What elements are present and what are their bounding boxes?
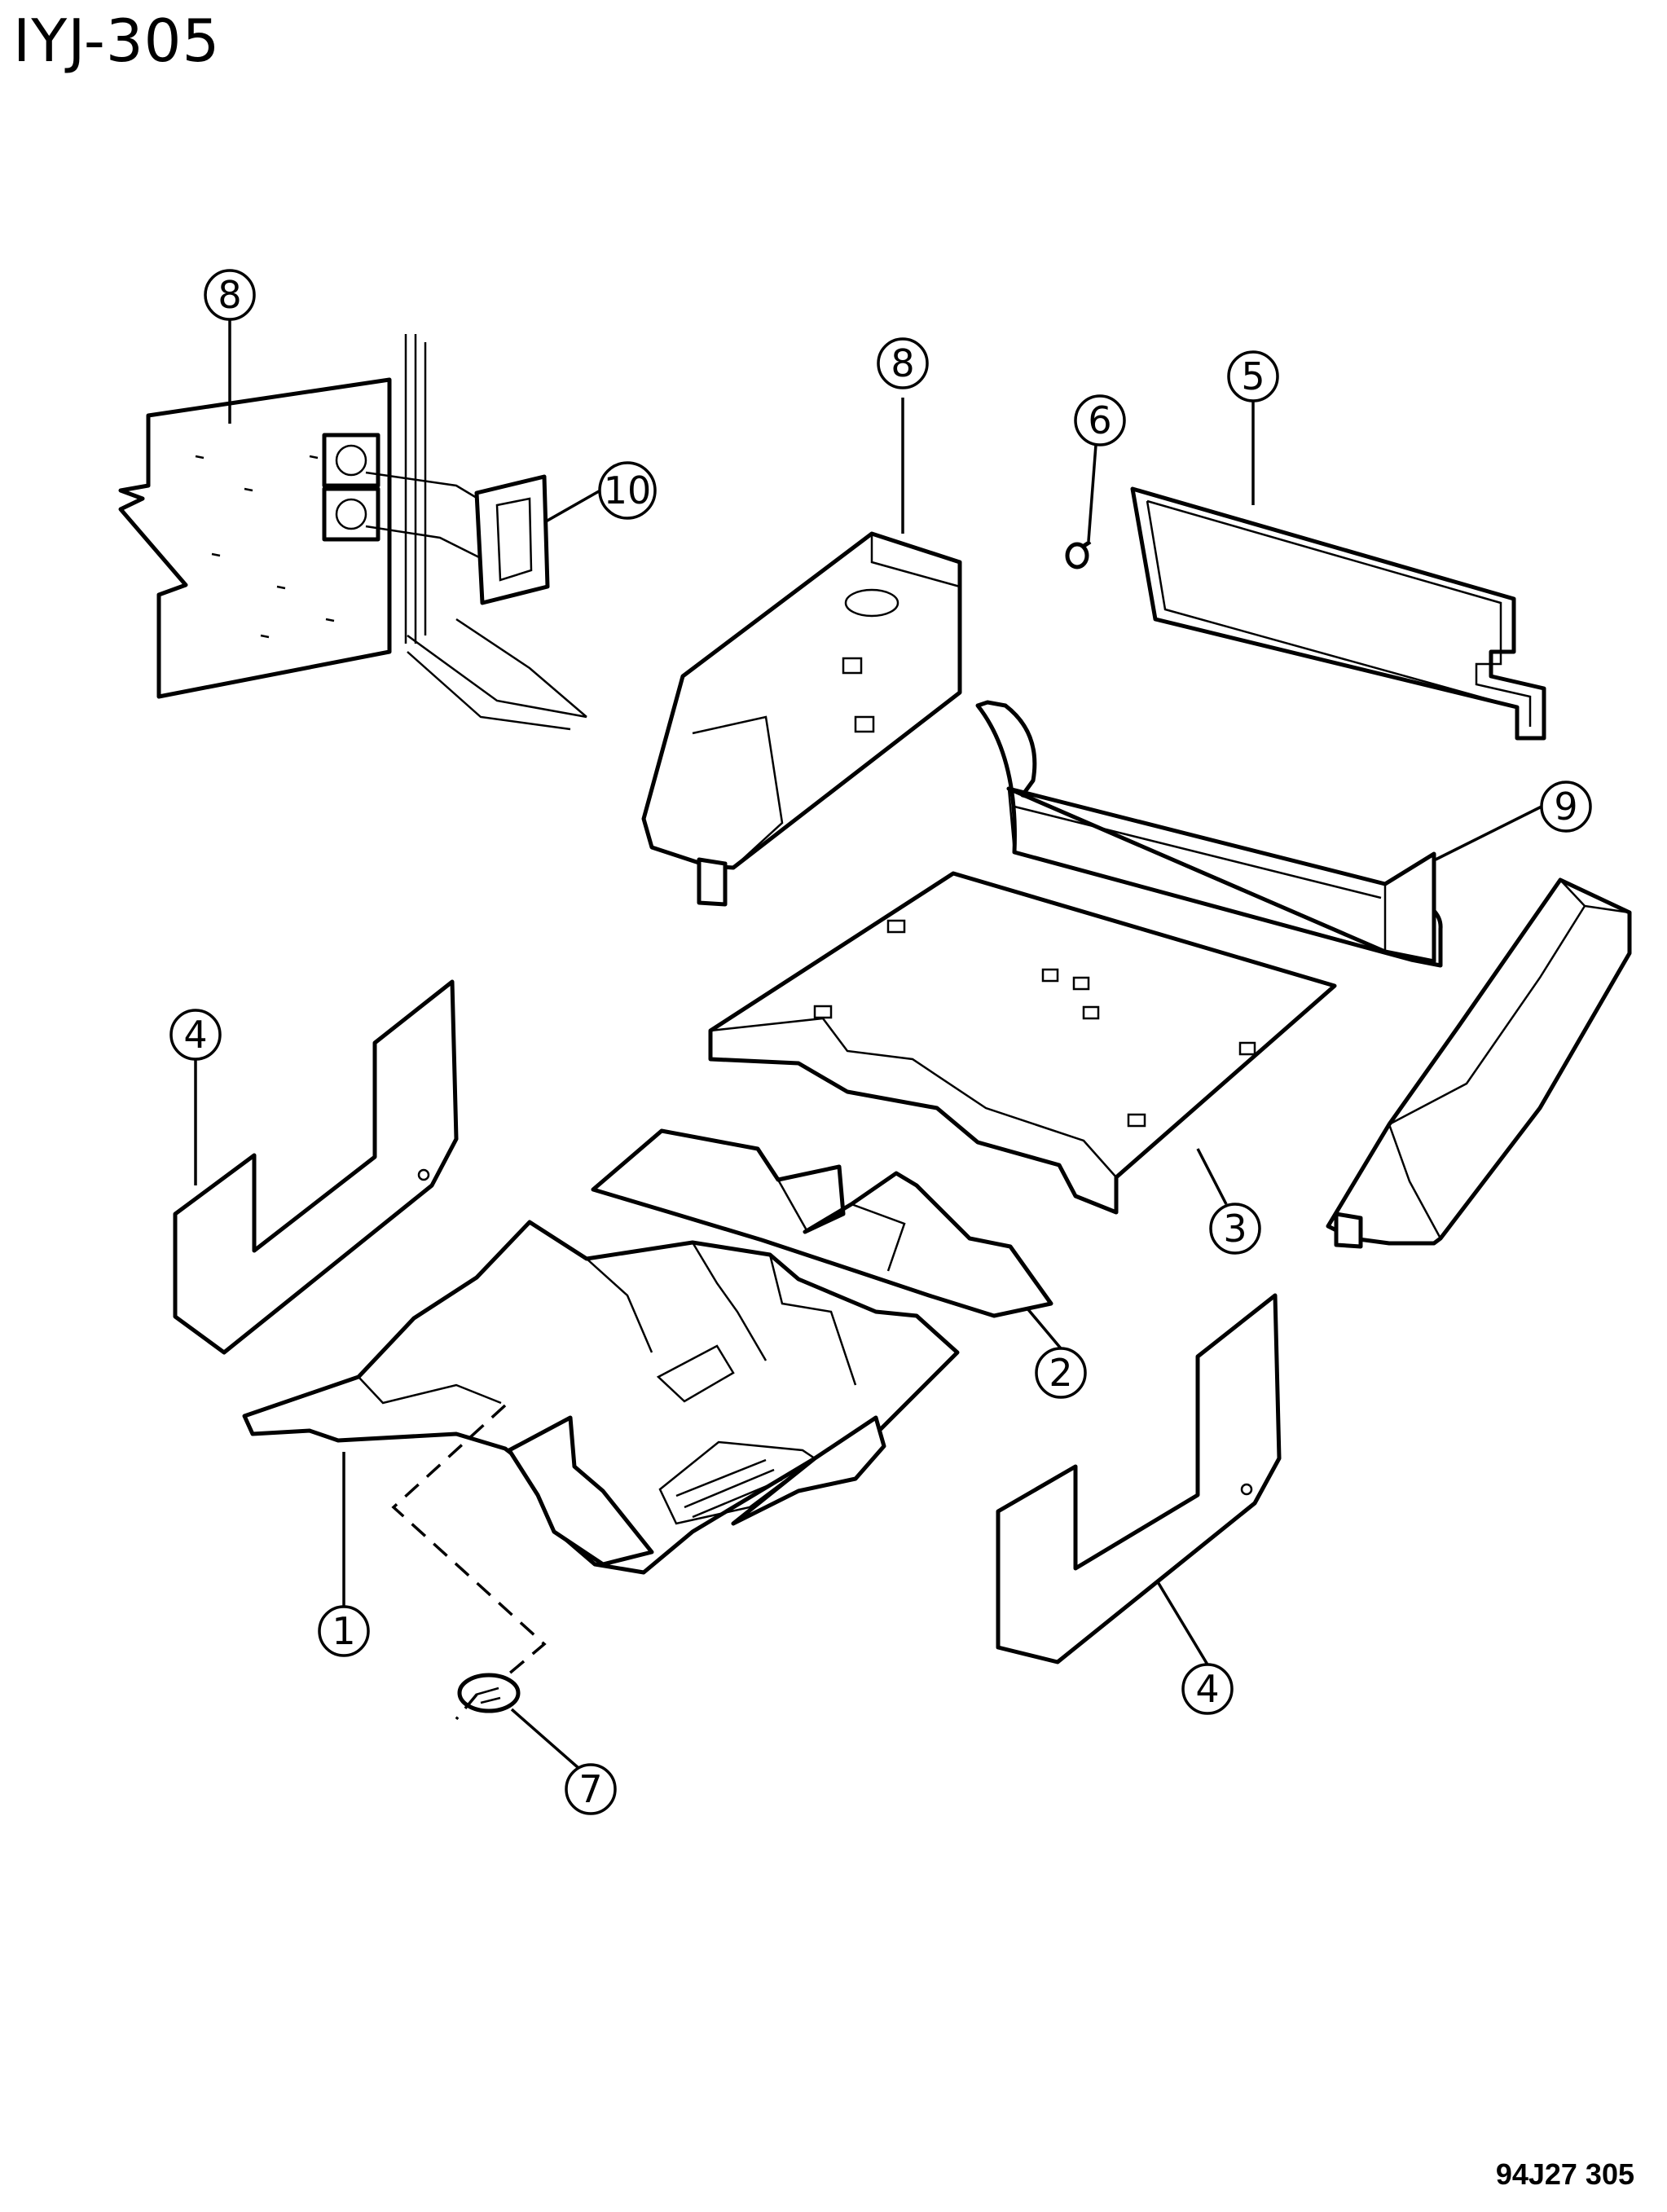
phantom-line-lower [455, 1693, 478, 1721]
callout-label: 6 [1088, 398, 1111, 442]
part-1-front-carpet [242, 1220, 960, 1575]
callout-6: 6 [1074, 394, 1126, 446]
part-3-cargo-floor-pad [708, 871, 1337, 1215]
callout-label: 8 [891, 341, 914, 385]
part-8-right-wheelhouse-trim [1326, 877, 1632, 1249]
part-4-left-kick-panel [173, 979, 459, 1355]
callout-label: 4 [183, 1013, 207, 1057]
diagram-code: 94J27 305 [1495, 2157, 1634, 2191]
diagram-title: IYJ-305 [13, 7, 221, 75]
callout-label: 7 [578, 1767, 602, 1811]
callout-5: 5 [1227, 350, 1279, 402]
part-7-retainer-clip [457, 1673, 521, 1713]
callout-label: 10 [604, 468, 652, 512]
callout-label: 8 [218, 273, 241, 317]
callout-label: 2 [1049, 1351, 1072, 1395]
part-9-bulkhead-panel [975, 700, 1443, 968]
callout-8-center: 8 [877, 337, 929, 389]
callout-4-left: 4 [169, 1009, 222, 1061]
callout-9: 9 [1540, 781, 1592, 833]
mount-plate-upper [322, 433, 380, 488]
callout-10: 10 [598, 461, 657, 520]
callout-label: 9 [1554, 785, 1577, 829]
part-2-floor-mat [591, 1128, 1053, 1318]
callout-4-right: 4 [1181, 1663, 1234, 1715]
callout-label: 5 [1241, 354, 1265, 398]
part-8-rear-trim-panel [641, 531, 962, 907]
phantom-line [391, 1404, 547, 1680]
inset-wall-panel [118, 334, 587, 731]
part-5-rear-panel [1130, 486, 1546, 741]
mount-plate-lower [322, 486, 380, 542]
callout-label: 3 [1223, 1207, 1247, 1251]
callout-label: 4 [1195, 1667, 1219, 1711]
callout-label: 1 [332, 1609, 355, 1653]
part-4-right-kick-panel [996, 1293, 1282, 1664]
callout-2: 2 [1035, 1347, 1087, 1399]
callout-1: 1 [318, 1605, 370, 1657]
part-10-bracket [474, 474, 550, 605]
callout-7: 7 [565, 1763, 617, 1815]
part-6-screw [1065, 539, 1092, 569]
callout-3: 3 [1209, 1203, 1261, 1255]
leader-lines [194, 319, 1542, 1770]
callout-8-inset: 8 [204, 269, 256, 321]
